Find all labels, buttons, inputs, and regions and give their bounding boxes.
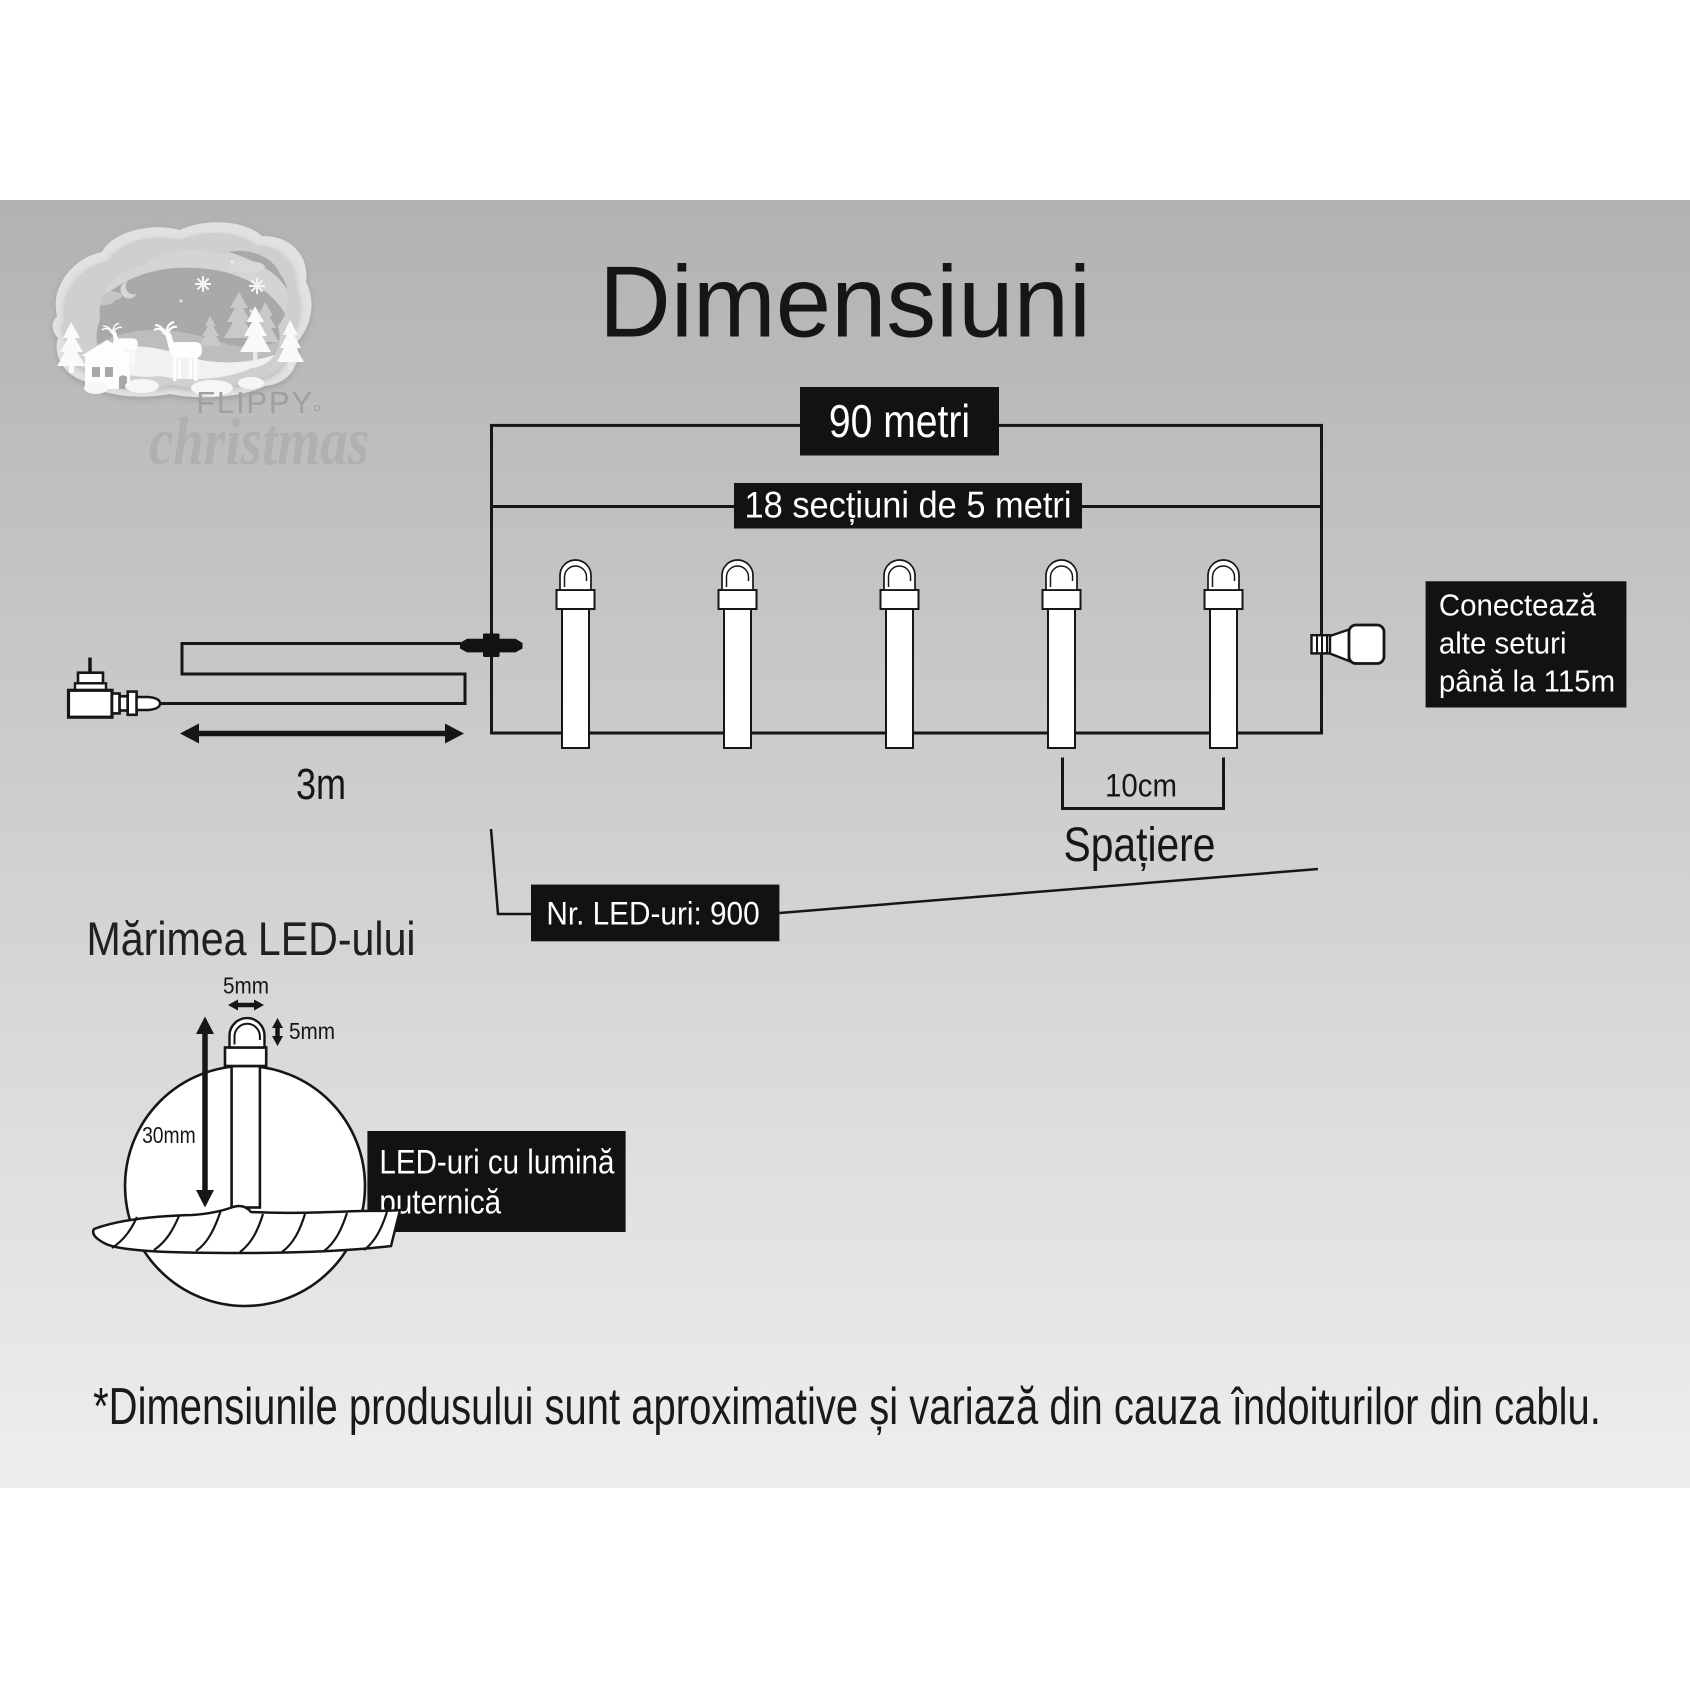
svg-text:Nr. LED-uri: 900: Nr. LED-uri: 900 bbox=[546, 896, 759, 932]
svg-text:Spațiere: Spațiere bbox=[1064, 819, 1216, 872]
svg-text:Conectează: Conectează bbox=[1439, 589, 1596, 623]
svg-text:*Dimensiunile produsului sunt: *Dimensiunile produsului sunt aproximati… bbox=[93, 1377, 1601, 1435]
svg-text:3m: 3m bbox=[296, 760, 346, 809]
svg-text:până la 115m: până la 115m bbox=[1439, 665, 1615, 699]
svg-text:LED-uri cu lumină: LED-uri cu lumină bbox=[379, 1142, 614, 1180]
svg-text:30mm: 30mm bbox=[142, 1124, 196, 1149]
svg-text:10cm: 10cm bbox=[1105, 767, 1177, 803]
svg-text:5mm: 5mm bbox=[223, 972, 269, 998]
svg-text:Dimensiuni: Dimensiuni bbox=[599, 246, 1091, 359]
svg-text:90 metri: 90 metri bbox=[829, 396, 970, 448]
svg-text:FLIPPY: FLIPPY bbox=[196, 385, 314, 420]
svg-text:Mărimea LED-ului: Mărimea LED-ului bbox=[87, 913, 416, 965]
svg-text:5mm: 5mm bbox=[289, 1018, 335, 1044]
svg-text:18 secțiuni de 5 metri: 18 secțiuni de 5 metri bbox=[745, 485, 1072, 526]
svg-text:alte seturi: alte seturi bbox=[1439, 627, 1567, 661]
svg-text:christmas: christmas bbox=[149, 405, 369, 480]
